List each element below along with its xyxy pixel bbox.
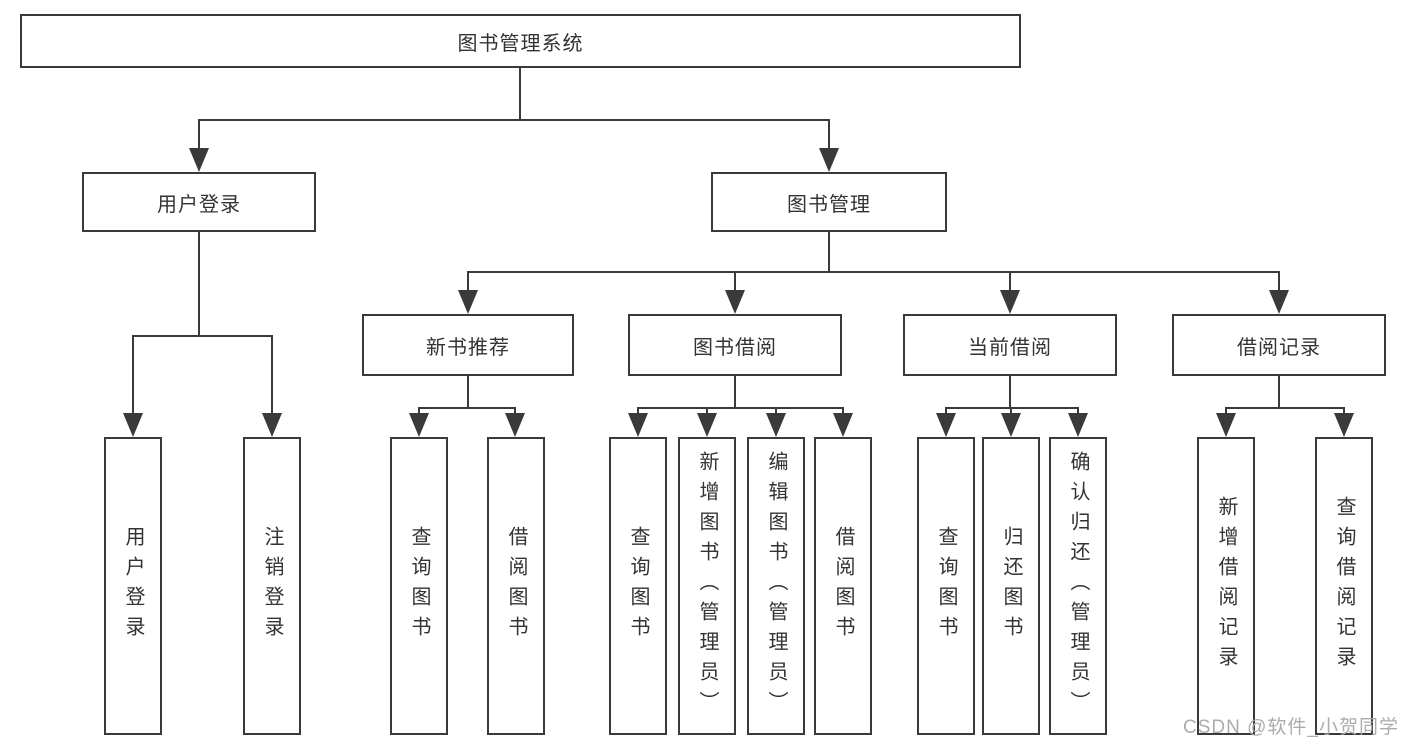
node-user-login: 用户登录	[82, 172, 316, 232]
arrow-down-icon	[262, 413, 282, 437]
node-return-books: 归还图书	[982, 437, 1040, 735]
connector-line	[1343, 407, 1345, 415]
connector-line	[467, 376, 469, 408]
arrow-down-icon	[458, 290, 478, 314]
arrow-down-icon	[1216, 413, 1236, 437]
connector-line	[198, 119, 830, 121]
node-book-management: 图书管理	[711, 172, 947, 232]
arrow-down-icon	[819, 148, 839, 172]
node-query-borrow-record: 查询借阅记录	[1315, 437, 1373, 735]
connector-line	[467, 271, 469, 292]
connector-line	[1278, 376, 1280, 408]
arrow-down-icon	[628, 413, 648, 437]
connector-line	[132, 335, 273, 337]
connector-line	[198, 232, 200, 336]
node-library-management-system: 图书管理系统	[20, 14, 1021, 68]
node-query-books-current: 查询图书	[917, 437, 975, 735]
connector-line	[828, 232, 830, 272]
connector-line	[1225, 407, 1227, 415]
node-borrowing-records: 借阅记录	[1172, 314, 1386, 376]
arrow-down-icon	[1000, 290, 1020, 314]
node-edit-books-admin: 编辑图书（管理员）	[747, 437, 805, 735]
connector-line	[1009, 271, 1011, 292]
connector-line	[418, 407, 420, 415]
node-book-borrowing: 图书借阅	[628, 314, 842, 376]
connector-line	[418, 407, 516, 409]
connector-line	[1278, 271, 1280, 292]
arrow-down-icon	[1334, 413, 1354, 437]
connector-line	[514, 407, 516, 415]
arrow-down-icon	[409, 413, 429, 437]
arrow-down-icon	[505, 413, 525, 437]
arrow-down-icon	[697, 413, 717, 437]
connector-line	[828, 119, 830, 150]
connector-line	[1010, 407, 1012, 415]
node-add-books-admin: 新增图书（管理员）	[678, 437, 736, 735]
csdn-watermark: CSDN @软件_小贺同学	[1183, 717, 1399, 738]
node-current-borrowing: 当前借阅	[903, 314, 1117, 376]
node-borrow-books: 借阅图书	[814, 437, 872, 735]
arrow-down-icon	[123, 413, 143, 437]
connector-line	[271, 335, 273, 415]
node-logout-action: 注销登录	[243, 437, 301, 735]
connector-line	[467, 271, 1280, 273]
connector-line	[198, 119, 200, 150]
arrow-down-icon	[1269, 290, 1289, 314]
connector-line	[132, 335, 134, 415]
connector-line	[519, 68, 521, 120]
arrow-down-icon	[936, 413, 956, 437]
node-add-borrow-record: 新增借阅记录	[1197, 437, 1255, 735]
arrow-down-icon	[189, 148, 209, 172]
node-query-books-recommend: 查询图书	[390, 437, 448, 735]
connector-line	[945, 407, 1079, 409]
connector-line	[1077, 407, 1079, 415]
connector-line	[775, 407, 777, 415]
node-query-books-borrowing: 查询图书	[609, 437, 667, 735]
connector-line	[1009, 376, 1011, 408]
node-new-book-recommend: 新书推荐	[362, 314, 574, 376]
connector-line	[637, 407, 844, 409]
connector-line	[734, 376, 736, 408]
connector-line	[1225, 407, 1345, 409]
arrow-down-icon	[725, 290, 745, 314]
connector-line	[945, 407, 947, 415]
connector-line	[637, 407, 639, 415]
node-borrow-books-recommend: 借阅图书	[487, 437, 545, 735]
connector-line	[706, 407, 708, 415]
arrow-down-icon	[766, 413, 786, 437]
arrow-down-icon	[833, 413, 853, 437]
node-user-login-action: 用户登录	[104, 437, 162, 735]
node-confirm-return-admin: 确认归还（管理员）	[1049, 437, 1107, 735]
connector-line	[842, 407, 844, 415]
arrow-down-icon	[1001, 413, 1021, 437]
arrow-down-icon	[1068, 413, 1088, 437]
connector-line	[734, 271, 736, 292]
